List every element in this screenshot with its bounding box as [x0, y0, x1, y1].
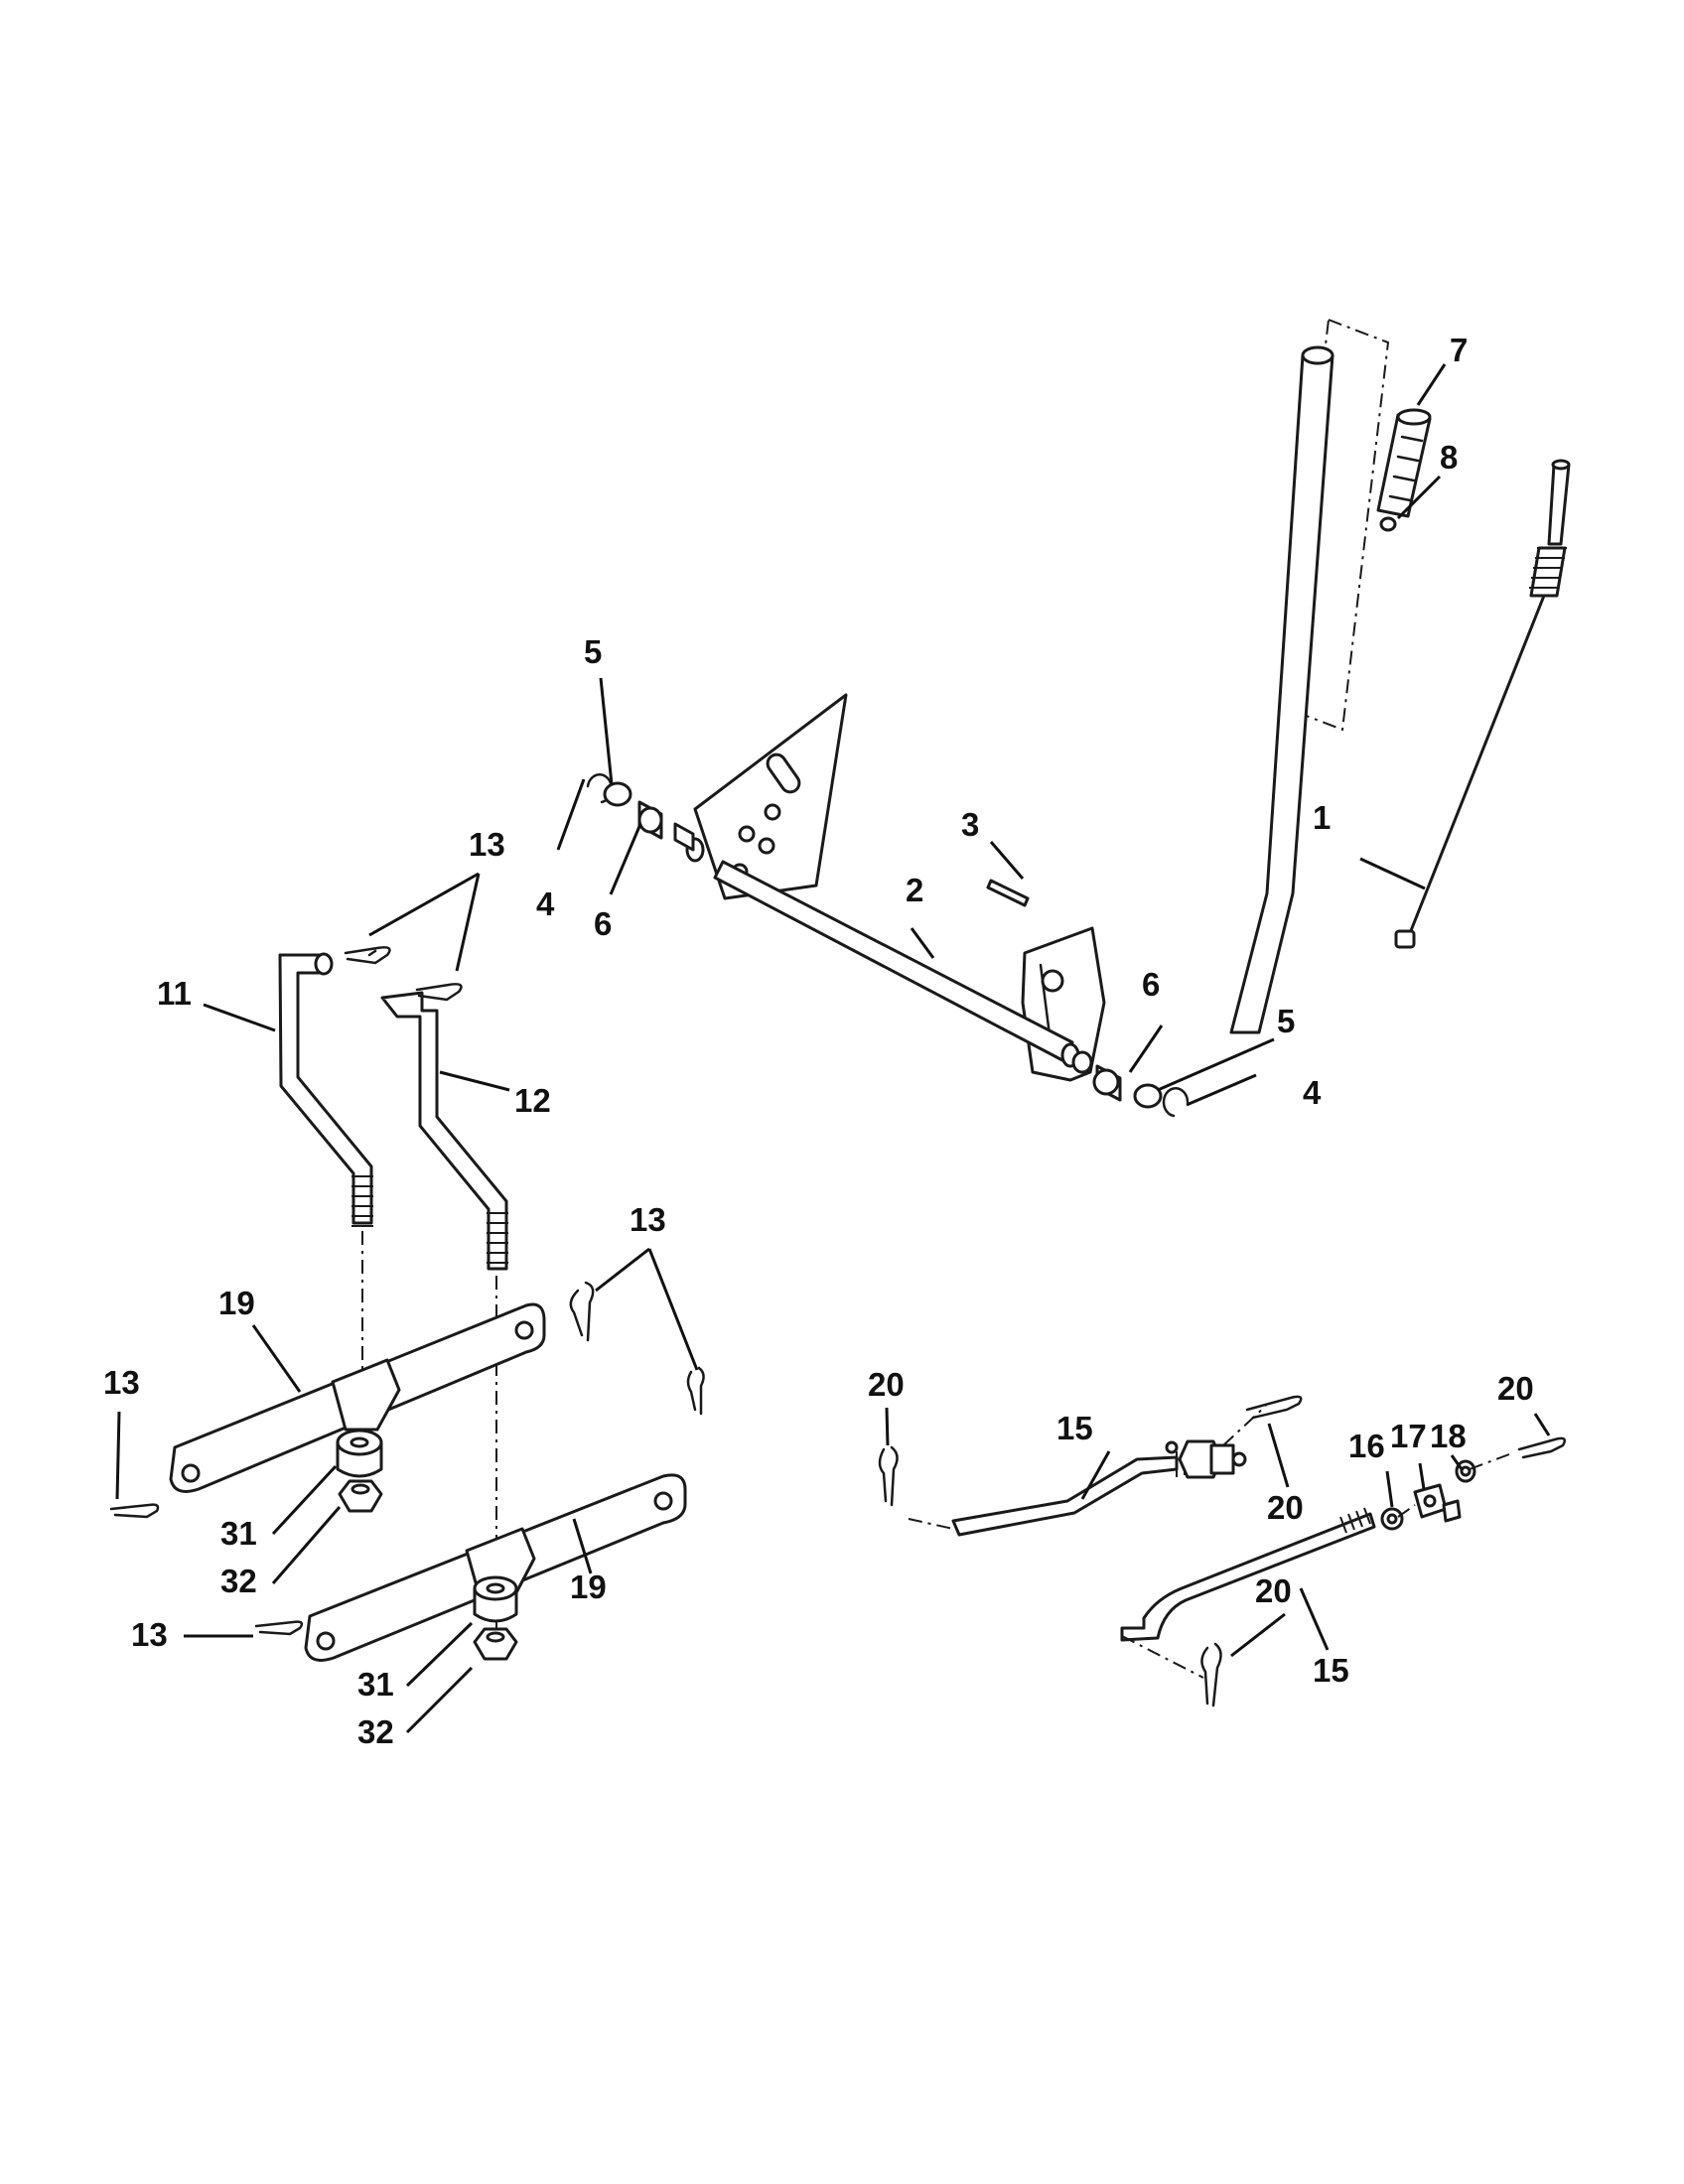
callout-7: 7 — [1450, 332, 1468, 368]
lift-cable — [1394, 459, 1571, 949]
callout-3: 3 — [961, 806, 979, 843]
callout-31: 31 — [220, 1515, 257, 1552]
callout-32: 32 — [357, 1713, 394, 1750]
lift-arm-upper — [169, 1302, 546, 1493]
adjust-rod-lower — [1120, 1507, 1376, 1642]
callout-16: 16 — [1348, 1428, 1385, 1464]
callout-6: 6 — [1142, 966, 1160, 1003]
callout-19: 19 — [570, 1569, 607, 1605]
callout-18: 18 — [1430, 1418, 1467, 1454]
callout-1: 1 — [1313, 799, 1331, 836]
callout-2: 2 — [906, 872, 923, 908]
callout-17: 17 — [1390, 1418, 1427, 1454]
leader-lines — [115, 363, 1551, 1734]
shaft-hardware — [586, 773, 1190, 1118]
callout-13: 13 — [469, 826, 505, 863]
hairpin-clips-20 — [878, 1395, 1566, 1707]
callout-19: 19 — [218, 1285, 255, 1321]
callout-8: 8 — [1440, 439, 1458, 476]
callout-20: 20 — [1497, 1370, 1534, 1407]
callout-20: 20 — [1255, 1572, 1292, 1609]
callout-31: 31 — [357, 1666, 394, 1703]
callout-20: 20 — [1267, 1489, 1304, 1526]
callout-15: 15 — [1056, 1410, 1093, 1446]
adjust-block-hardware — [1380, 1459, 1476, 1531]
lift-handle-assembly — [685, 318, 1390, 1082]
callout-4: 4 — [1303, 1074, 1322, 1111]
callout-32: 32 — [220, 1563, 257, 1599]
callouts: 1 2 3 4 4 5 5 6 6 7 8 11 12 13 13 13 13 … — [103, 332, 1534, 1750]
callout-12: 12 — [514, 1082, 551, 1119]
lift-link-12 — [380, 991, 508, 1271]
adjust-rod-upper — [951, 1439, 1247, 1537]
callout-15: 15 — [1313, 1652, 1349, 1689]
callout-4: 4 — [536, 886, 555, 922]
callout-6: 6 — [594, 905, 612, 942]
callout-13: 13 — [131, 1616, 168, 1653]
callout-5: 5 — [584, 633, 602, 670]
callout-13: 13 — [630, 1201, 666, 1238]
handgrip — [1376, 408, 1432, 532]
hairpin-clips — [109, 946, 705, 1636]
callout-13: 13 — [103, 1364, 140, 1401]
callout-5: 5 — [1277, 1003, 1295, 1039]
callout-11: 11 — [157, 975, 192, 1012]
callout-20: 20 — [868, 1366, 905, 1403]
bushings-and-nuts — [336, 1429, 518, 1661]
lift-link-11 — [278, 952, 373, 1227]
lift-arm-lower — [304, 1473, 687, 1662]
